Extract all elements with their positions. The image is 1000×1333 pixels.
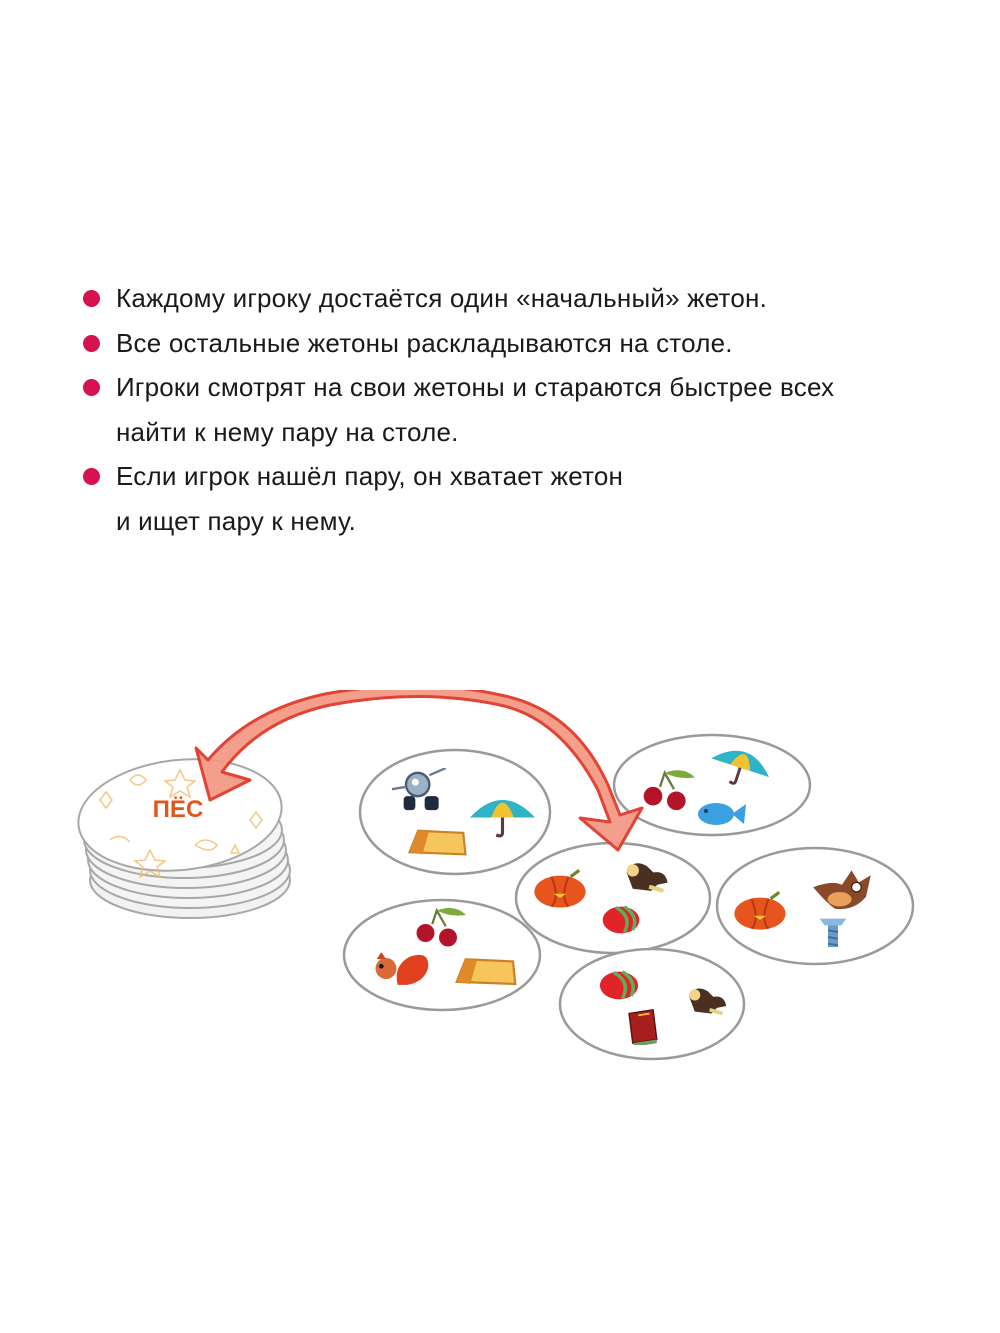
cheese-icon	[408, 829, 467, 856]
rule-text: Все остальные жетоны раскладываются на с…	[116, 327, 733, 358]
token-1	[358, 748, 552, 876]
stack-label: ПЁС	[153, 796, 204, 823]
rule-item: Каждому игроку достаётся один «начальный…	[80, 276, 960, 321]
bullet-icon	[83, 468, 100, 485]
bullet-icon	[83, 334, 100, 352]
game-illustration: ПЁС	[70, 690, 940, 1070]
bullet-icon	[83, 290, 100, 307]
token-stack: ПЁС	[77, 758, 291, 919]
rule-item: Игроки смотрят на свои жетоны и стараютс…	[80, 365, 960, 454]
token-3	[514, 841, 712, 955]
double-arrow-icon	[194, 690, 644, 852]
ball-icon	[598, 969, 640, 1002]
rule-text: Если игрок нашёл пару, он хватает жетон …	[116, 461, 624, 536]
token-6	[558, 947, 746, 1061]
rule-text: Игроки смотрят на свои жетоны и стараютс…	[116, 372, 835, 447]
token-5	[342, 898, 542, 1012]
book-icon	[628, 1008, 658, 1045]
token-2	[612, 733, 812, 837]
bullet-icon	[83, 379, 100, 396]
rule-text: Каждому игроку достаётся один «начальный…	[116, 283, 768, 313]
cheese-icon	[455, 958, 517, 986]
rule-item: Если игрок нашёл пару, он хватает жетон …	[80, 454, 960, 543]
token-4	[715, 846, 915, 966]
rules-list: Каждому игроку достаётся один «начальный…	[80, 276, 960, 543]
ball-icon	[600, 904, 642, 936]
rule-item: Все остальные жетоны раскладываются на с…	[80, 321, 960, 366]
